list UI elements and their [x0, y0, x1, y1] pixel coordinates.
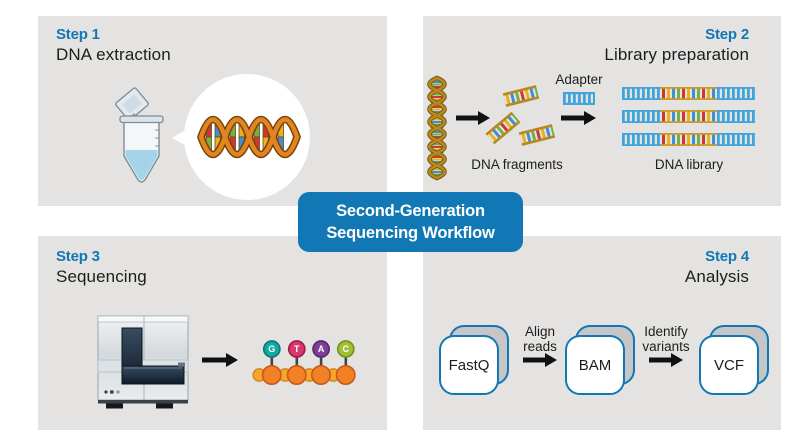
- step1-label: Step 1: [56, 26, 100, 43]
- identify-variants-label-line2: variants: [642, 339, 690, 354]
- workflow-title-badge: Second-Generation Sequencing Workflow: [298, 192, 523, 252]
- arrow-icon: [649, 353, 683, 367]
- base-a-letter: A: [318, 344, 325, 354]
- dna-library-label: DNA library: [655, 157, 724, 172]
- file-stack-bam: BAM: [565, 325, 635, 395]
- base-g-icon: G: [262, 340, 281, 358]
- step2-illustration: DNA fragments Adapter: [427, 72, 755, 181]
- panel-step3: Step 3 Sequencing: [38, 236, 387, 430]
- fastq-label: FastQ: [449, 357, 490, 374]
- base-a-icon: A: [312, 340, 331, 358]
- base-g-letter: G: [268, 344, 275, 354]
- sample-tube-icon: [115, 87, 164, 183]
- base-t-icon: T: [287, 340, 306, 358]
- identify-variants-label-line1: Identify: [644, 324, 688, 339]
- sequencer-machine-icon: [97, 315, 189, 409]
- align-reads-label-line2: reads: [523, 339, 557, 354]
- arrow-icon: [456, 111, 490, 125]
- step3-header: Step 3 Sequencing: [56, 248, 147, 287]
- step1-illustration: [115, 74, 310, 200]
- bead-chain-icon: G T A C: [252, 340, 356, 386]
- step1-title: DNA extraction: [56, 45, 171, 64]
- arrow-icon: [523, 353, 557, 367]
- badge-line2: Sequencing Workflow: [326, 224, 495, 242]
- dna-library-strip-icon: [622, 87, 755, 146]
- dna-fragments-label: DNA fragments: [471, 157, 563, 172]
- base-t-letter: T: [294, 344, 300, 354]
- step2-label: Step 2: [705, 26, 749, 43]
- adapter-comb-icon: [563, 92, 595, 105]
- step4-illustration: FastQ Align reads BAM Identify variants …: [439, 324, 769, 395]
- adapter-label: Adapter: [555, 72, 603, 87]
- step3-illustration: G T A C: [97, 315, 356, 409]
- step2-title: Library preparation: [604, 45, 749, 64]
- step2-header: Step 2 Library preparation: [604, 26, 749, 65]
- dna-fragment-icon: [485, 85, 556, 146]
- base-c-icon: C: [336, 340, 355, 358]
- arrow-icon: [561, 111, 596, 125]
- step3-label: Step 3: [56, 248, 100, 265]
- step3-title: Sequencing: [56, 267, 147, 286]
- vcf-label: VCF: [714, 357, 744, 374]
- panel-step2: Step 2 Library preparation: [423, 16, 781, 206]
- dna-helix-vertical-icon: [427, 75, 447, 181]
- dna-helix-icon: [197, 115, 301, 159]
- bam-label: BAM: [579, 357, 612, 374]
- step4-label: Step 4: [705, 248, 749, 265]
- arrow-icon: [202, 353, 238, 367]
- file-stack-vcf: VCF: [699, 325, 769, 395]
- file-stack-fastq: FastQ: [439, 325, 509, 395]
- step4-header: Step 4 Analysis: [685, 248, 749, 287]
- step1-header: Step 1 DNA extraction: [56, 26, 171, 65]
- step4-title: Analysis: [684, 267, 749, 286]
- panel-step4: Step 4 Analysis FastQ Align reads BAM Id…: [423, 236, 781, 430]
- align-reads-label-line1: Align: [525, 324, 555, 339]
- base-c-letter: C: [343, 344, 350, 354]
- badge-line1: Second-Generation: [336, 202, 485, 220]
- panel-step1: Step 1 DNA extraction: [38, 16, 387, 206]
